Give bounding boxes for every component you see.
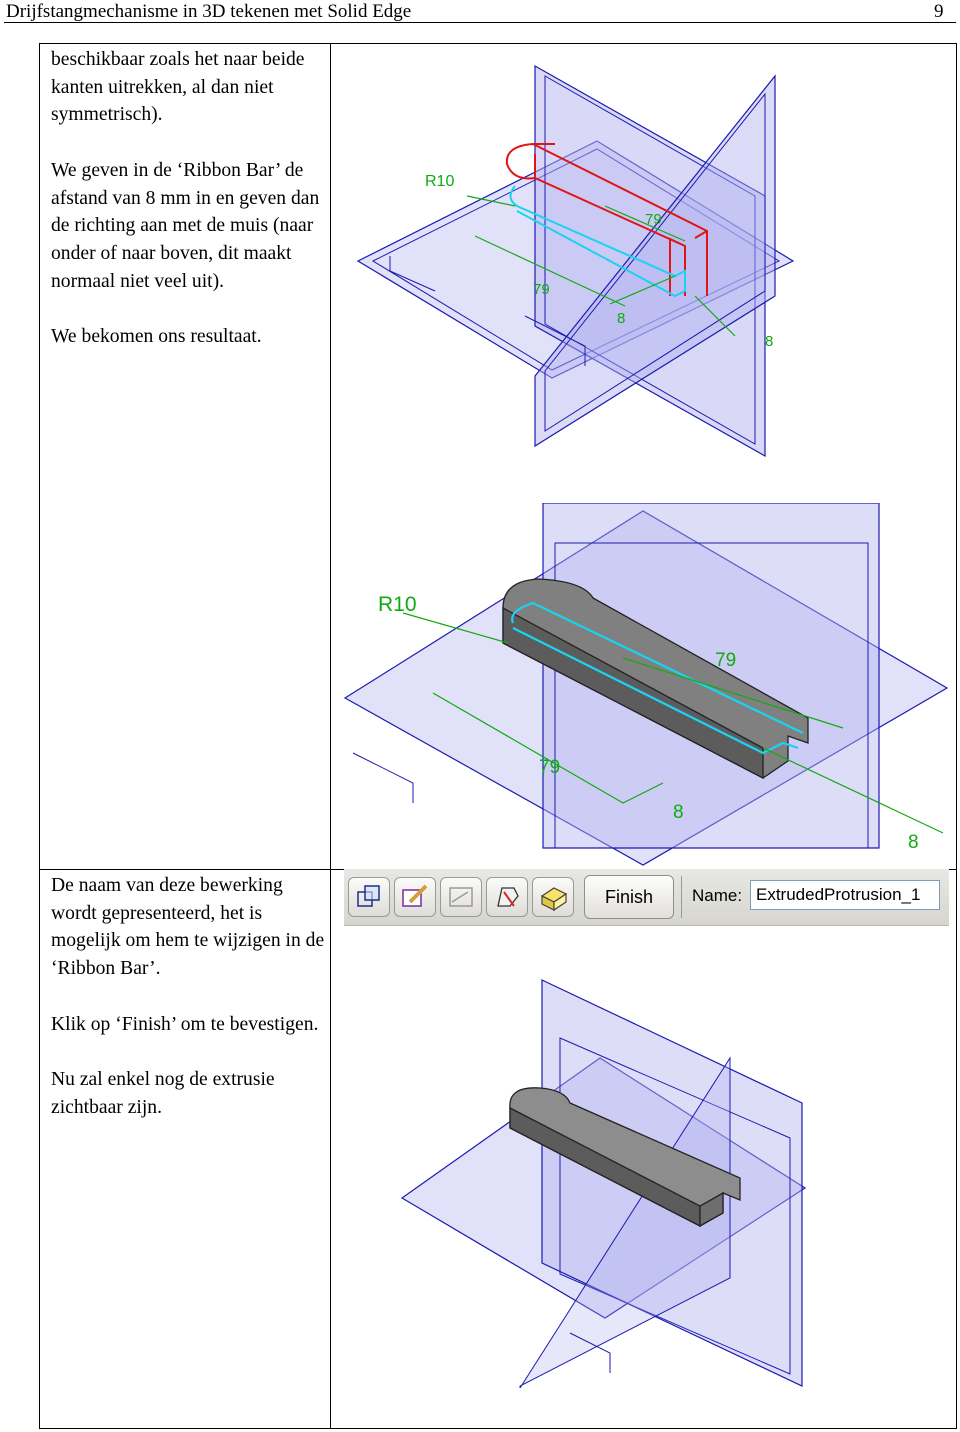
content-table bbox=[39, 43, 957, 1429]
dim-radius-label[interactable]: R10 bbox=[425, 173, 454, 190]
dim-width-label[interactable]: 79 bbox=[533, 281, 550, 298]
dim-slot-label[interactable]: 8 bbox=[617, 310, 625, 327]
page-number: 9 bbox=[934, 1, 944, 22]
paragraph: De naam van deze bewerking wordt geprese… bbox=[51, 875, 325, 980]
paragraph: We bekomen ons resultaat. bbox=[51, 326, 262, 347]
cad-canvas: R10 79 79 8 8 bbox=[356, 64, 795, 458]
cad-view-profile-preview[interactable]: R10 79 79 8 8 bbox=[355, 46, 795, 460]
ribbon-separator bbox=[681, 876, 682, 918]
cad-canvas bbox=[400, 979, 807, 1388]
dim-length-label[interactable]: 79 bbox=[715, 650, 736, 671]
dim-radius-label[interactable]: R10 bbox=[378, 593, 417, 616]
paragraph: beschikbaar zoals het naar beide kanten … bbox=[51, 49, 305, 126]
feature-name-input[interactable]: ExtrudedProtrusion_1 bbox=[750, 880, 940, 910]
extent-step-button[interactable] bbox=[440, 877, 482, 917]
cad-view-extruded-result[interactable]: R10 79 79 8 8 bbox=[343, 503, 949, 869]
table-column-divider bbox=[330, 43, 331, 1429]
cad-canvas: R10 79 79 8 8 bbox=[343, 503, 949, 866]
header-rule bbox=[4, 22, 956, 23]
treatment-step-button[interactable] bbox=[486, 877, 528, 917]
draw-profile-step-button[interactable] bbox=[394, 877, 436, 917]
finish-step-icon bbox=[540, 887, 568, 912]
dim-slot-label[interactable]: 8 bbox=[673, 802, 684, 823]
cad-view-final-extrusion[interactable] bbox=[400, 978, 808, 1388]
ribbon-bar: Finish Name: ExtrudedProtrusion_1 bbox=[344, 869, 949, 926]
dim-depth-label[interactable]: 8 bbox=[765, 333, 773, 350]
select-plane-step-button[interactable] bbox=[348, 877, 390, 917]
dim-length-label[interactable]: 79 bbox=[645, 211, 662, 228]
instruction-text-1: beschikbaar zoals het naar beide kanten … bbox=[51, 46, 325, 351]
paragraph: Nu zal enkel nog de extrusie zichtbaar z… bbox=[51, 1068, 275, 1118]
dim-depth-label[interactable]: 8 bbox=[908, 832, 919, 853]
instruction-text-2: De naam van deze bewerking wordt geprese… bbox=[51, 872, 325, 1121]
finish-button[interactable]: Finish bbox=[584, 875, 674, 919]
name-label: Name: bbox=[692, 886, 743, 905]
page-header: Drijfstangmechanisme in 3D tekenen met S… bbox=[0, 0, 960, 24]
finish-step-button[interactable] bbox=[532, 877, 574, 917]
extent-icon bbox=[449, 887, 473, 907]
draw-profile-icon bbox=[402, 884, 428, 907]
paragraph: Klik op ‘Finish’ om te bevestigen. bbox=[51, 1013, 319, 1035]
paragraph: We geven in de ‘Ribbon Bar’ de afstand v… bbox=[51, 159, 320, 292]
treatment-icon bbox=[497, 887, 519, 907]
dim-width-label[interactable]: 79 bbox=[539, 757, 560, 778]
document-title: Drijfstangmechanisme in 3D tekenen met S… bbox=[6, 1, 412, 22]
select-plane-icon bbox=[357, 885, 380, 907]
